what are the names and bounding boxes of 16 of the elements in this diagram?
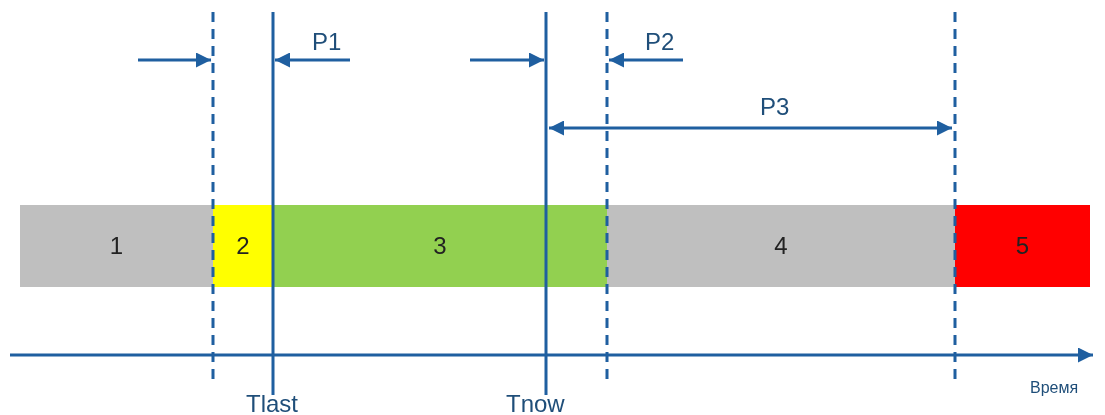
segment-number: 4 <box>774 232 788 260</box>
time-marker-label: Tnow <box>506 392 565 415</box>
segment-number: 5 <box>1015 232 1030 260</box>
segment-number: 1 <box>109 232 124 260</box>
timeline-segment <box>20 205 213 287</box>
timeline-segment <box>213 205 273 287</box>
timeline-segment <box>607 205 955 287</box>
dimension-label: P1 <box>312 30 342 54</box>
dimension-label: P3 <box>760 95 790 119</box>
timeline-segment <box>955 205 1090 287</box>
time-marker-label: Tlast <box>246 392 298 415</box>
axis-label: Время <box>1030 380 1079 396</box>
segment-number: 3 <box>433 232 447 260</box>
dimension-label: P2 <box>645 30 675 54</box>
segment-number: 2 <box>236 232 250 260</box>
timeline-segment <box>273 205 607 287</box>
